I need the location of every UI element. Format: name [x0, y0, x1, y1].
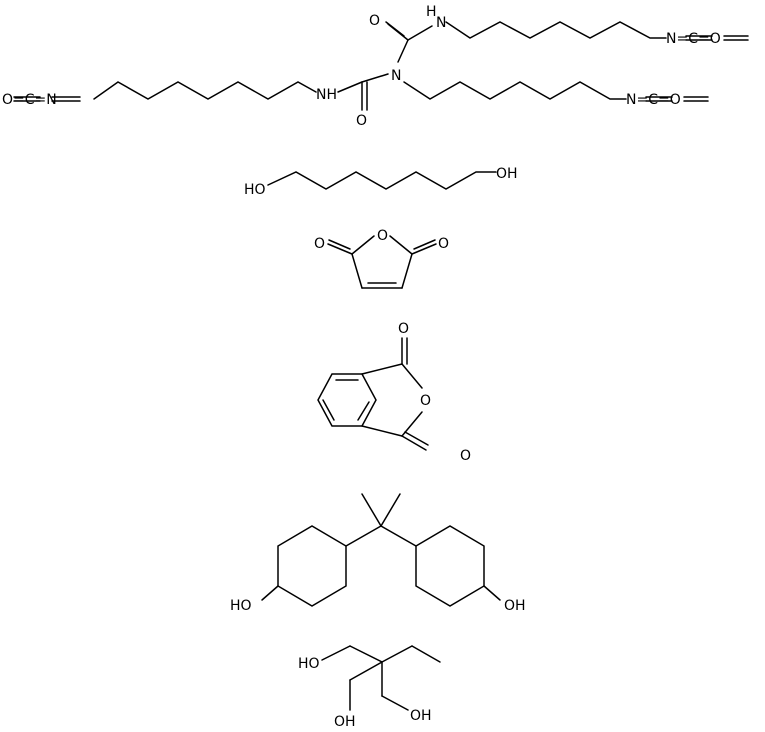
phthalic-o-ring-label: O — [420, 393, 431, 409]
tmp-oh-top-label: HO — [298, 656, 320, 672]
maleic-anhydride-structure: O O O — [314, 228, 449, 289]
phthalic-o-top-label: O — [398, 321, 409, 337]
o-top-label: O — [369, 13, 380, 29]
tmp-oh-right-label: OH — [410, 708, 432, 724]
nh-left-label: NH — [316, 87, 337, 103]
phthalic-anhydride-structure: O O O — [317, 321, 471, 464]
nh-top-n-label: N — [436, 15, 446, 31]
n-center-label: N — [391, 68, 401, 84]
tmp-oh-left-label: OH — [334, 714, 356, 730]
isocyanate-right-bottom-label: N=C=O — [626, 92, 681, 108]
phthalic-o-bottom-label: O — [460, 448, 471, 464]
hexanediol-structure: HO OH — [244, 166, 518, 198]
isocyanate-right-top-label: N=C=O — [666, 31, 721, 47]
maleic-o-ring-label: O — [377, 228, 388, 244]
hbpa-structure: HO OH — [230, 493, 526, 614]
hexanediol-oh-right-label: OH — [496, 166, 518, 182]
nh-top-h-label: H — [426, 4, 437, 20]
maleic-o-left-label: O — [314, 236, 325, 252]
hbpa-oh-left-label: HO — [230, 598, 252, 614]
hbpa-oh-right-label: OH — [504, 598, 526, 614]
hexanediol-oh-left-label: HO — [244, 182, 266, 198]
maleic-o-right-label: O — [438, 236, 449, 252]
hdi-biuret-structure: O=C=N NH O N O H N N=C=O N=C=O — [2, 4, 749, 129]
isocyanate-left-label: O=C=N — [2, 92, 57, 108]
o-bottom-label: O — [356, 113, 367, 129]
tmp-structure: HO OH OH — [298, 645, 441, 730]
